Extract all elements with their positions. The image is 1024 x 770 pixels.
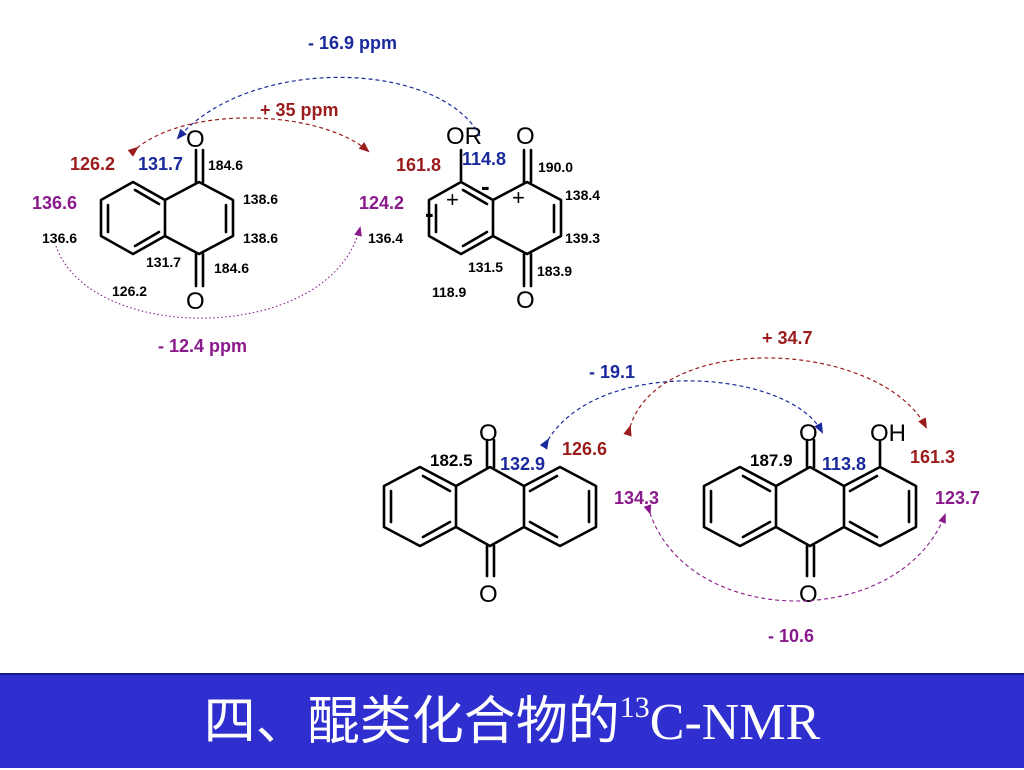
shift-label: 113.8 [822, 454, 866, 474]
shift-annotation: - 16.9 ppm [308, 33, 397, 53]
title-tail: C-NMR [649, 694, 821, 751]
naphthoquinone-structure [99, 148, 235, 288]
shift-label: 138.4 [565, 187, 600, 203]
o-top-left: O [186, 126, 205, 153]
shift-label: 138.6 [243, 230, 278, 246]
shift-label: 131.7 [138, 154, 183, 174]
alkoxy-naphthoquinone-structure [427, 148, 563, 288]
shift-label: 182.5 [430, 451, 473, 470]
title-superscript: 13 [619, 691, 650, 724]
shift-label: 187.9 [750, 451, 793, 470]
o-bottom-anthraquinone: O [479, 581, 498, 608]
shift-arrow-blue [539, 380, 823, 450]
o-bottom-hydroxyanthraquinone: O [799, 581, 818, 608]
shift-label: 136.4 [368, 230, 403, 246]
shift-label: 131.5 [468, 259, 503, 275]
o-top-anthraquinone: O [479, 420, 498, 447]
shift-label: 161.3 [910, 447, 955, 467]
shift-label: 190.0 [538, 159, 573, 175]
shift-label: 183.9 [537, 263, 572, 279]
charge-plus: + [512, 185, 525, 210]
shift-label: 139.3 [565, 230, 600, 246]
shift-label: 134.3 [614, 488, 659, 508]
nmr-diagram: O O 126.2 131.7 184.6 136.6 138.6 136.6 … [32, 33, 980, 646]
slide-title: 四、醌类化合物的13C-NMR [0, 675, 1024, 770]
title-bar: 四、醌类化合物的13C-NMR [0, 673, 1024, 768]
shift-label: 132.9 [500, 454, 545, 474]
shift-label: 184.6 [208, 157, 243, 173]
shift-label: 136.6 [32, 193, 77, 213]
shift-label: 124.2 [359, 193, 404, 213]
shift-arrow-red [127, 117, 370, 157]
shift-label: 118.9 [432, 284, 466, 300]
shift-annotation: + 34.7 [762, 328, 813, 348]
o-top-hydroxyanthraquinone: O [799, 420, 818, 447]
or-group: OR [446, 123, 482, 150]
shift-label: 136.6 [42, 230, 77, 246]
shift-label: 161.8 [396, 155, 441, 175]
charge-minus: - [481, 171, 490, 201]
charge-plus: + [446, 187, 459, 212]
shift-label: 114.8 [462, 149, 506, 169]
o-bottom-right: O [516, 287, 535, 314]
shift-label: 126.6 [562, 439, 607, 459]
shift-label: 184.6 [214, 260, 249, 276]
shift-annotation: - 12.4 ppm [158, 336, 247, 356]
o-top-right: O [516, 123, 535, 150]
shift-annotation: - 19.1 [589, 362, 635, 382]
shift-arrow-red [623, 357, 928, 437]
hydroxyanthraquinone-structure [702, 438, 918, 578]
title-main: 四、醌类化合物的 [203, 694, 620, 751]
o-bottom-left: O [186, 288, 205, 315]
anthraquinone-structure [382, 438, 598, 578]
shift-annotation: + 35 ppm [260, 100, 339, 120]
shift-arrow-purple [643, 504, 946, 602]
charge-minus: - [425, 198, 434, 228]
oh-group: OH [870, 420, 906, 447]
shift-arrow-blue [176, 76, 481, 140]
shift-arrow-purple [55, 226, 362, 319]
shift-label: 138.6 [243, 191, 278, 207]
shift-label: 123.7 [935, 488, 980, 508]
shift-annotation: - 10.6 [768, 626, 814, 646]
shift-label: 131.7 [146, 254, 181, 270]
shift-label: 126.2 [112, 283, 147, 299]
shift-label: 126.2 [70, 154, 115, 174]
